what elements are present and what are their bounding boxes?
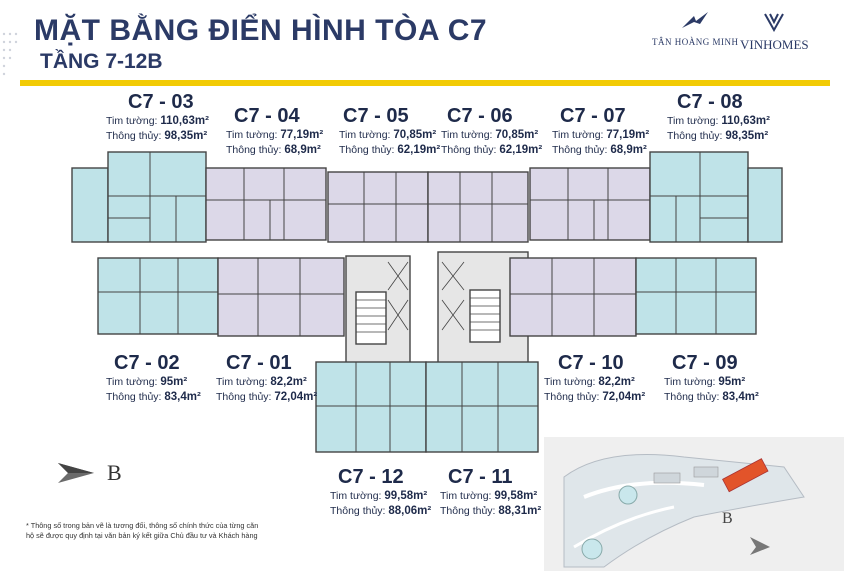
site-plan-inset [544,437,844,571]
unit-gross-area: Tim tường: 77,19m² [226,129,324,141]
unit-gross-area: Tim tường: 82,2m² [544,376,635,388]
unit-code: C7 - 09 [672,352,738,374]
unit-net-area: Thông thủy: 98,35m² [106,130,208,142]
unit-label-c7-05: C7 - 05 Tim tường: 70,85m² Thông thủy: 6… [339,105,440,158]
compass-label: B [107,460,122,485]
unit-label-c7-09: C7 - 09 Tim tường: 95m² Thông thủy: 83,4… [664,352,759,405]
unit-net-area: Thông thủy: 98,35m² [667,130,769,142]
unit-code: C7 - 12 [338,466,404,488]
unit-c7-07-plan [529,167,651,241]
site-plan-drawing [544,437,844,571]
unit-c7-11-plan [425,361,539,453]
unit-code: C7 - 08 [677,91,743,113]
unit-label-c7-12: C7 - 12 Tim tường: 99,58m² Thông thủy: 8… [330,466,431,519]
unit-gross-area: Tim tường: 77,19m² [552,129,650,141]
unit-label-c7-06: C7 - 06 Tim tường: 70,85m² Thông thủy: 6… [441,105,542,158]
unit-gross-area: Tim tường: 95m² [664,376,746,388]
unit-net-area: Thông thủy: 88,06m² [330,505,432,517]
unit-code: C7 - 03 [128,91,194,113]
unit-c7-05-plan [327,171,429,243]
disclaimer-note: * Thông số trong bản vẽ là tương đối, th… [26,521,259,540]
unit-code: C7 - 02 [114,352,180,374]
unit-net-area: Thông thủy: 83,4m² [106,391,201,403]
page-title: MẶT BẰNG ĐIỂN HÌNH TÒA C7 [34,14,488,47]
unit-code: C7 - 07 [560,105,626,127]
tan-hoang-minh-logo: TÂN HOÀNG MINH [652,10,739,47]
unit-c7-12-plan [315,361,427,453]
vinhomes-logo: VINHOMES [740,10,809,53]
floor-plan-drawing [71,151,783,453]
unit-code: C7 - 05 [343,105,409,127]
unit-label-c7-04: C7 - 04 Tim tường: 77,19m² Thông thủy: 6… [226,105,323,158]
unit-c7-03-plan [71,151,207,243]
unit-c7-02-plan [97,257,219,335]
highlight-building-c7 [722,458,769,493]
unit-c7-09-plan [635,257,757,335]
unit-gross-area: Tim tường: 99,58m² [330,490,428,502]
unit-net-area: Thông thủy: 88,31m² [440,505,542,517]
unit-code: C7 - 04 [234,105,300,127]
unit-net-area: Thông thủy: 68,9m² [226,144,321,156]
unit-c7-08-plan [649,151,783,243]
unit-label-c7-03: C7 - 03 Tim tường: 110,63m² Thông thủy: … [106,91,209,144]
unit-net-area: Thông thủy: 72,04m² [544,391,646,403]
vinhomes-emblem-icon [740,10,809,37]
unit-net-area: Thông thủy: 72,04m² [216,391,318,403]
bird-icon [652,10,739,37]
compass-icon [58,463,94,483]
unit-code: C7 - 11 [448,466,513,488]
unit-label-c7-10: C7 - 10 Tim tường: 82,2m² Thông thủy: 72… [544,352,645,405]
unit-label-c7-02: C7 - 02 Tim tường: 95m² Thông thủy: 83,4… [106,352,201,405]
unit-code: C7 - 06 [447,105,513,127]
unit-net-area: Thông thủy: 83,4m² [664,391,759,403]
unit-code: C7 - 10 [558,352,624,374]
decorative-dots [2,32,18,76]
unit-label-c7-07: C7 - 07 Tim tường: 77,19m² Thông thủy: 6… [552,105,649,158]
site-plan-compass-label: B [722,510,733,527]
unit-code: C7 - 01 [226,352,292,374]
unit-label-c7-11: C7 - 11 Tim tường: 99,58m² Thông thủy: 8… [440,466,541,519]
unit-gross-area: Tim tường: 99,58m² [440,490,538,502]
unit-gross-area: Tim tường: 110,63m² [106,115,209,127]
unit-c7-06-plan [427,171,529,243]
unit-c7-01-plan [217,257,345,337]
unit-gross-area: Tim tường: 110,63m² [667,115,770,127]
unit-c7-10-plan [509,257,637,337]
unit-c7-04-plan [205,167,327,241]
floor-subtitle: TẦNG 7-12B [40,50,163,73]
unit-label-c7-01: C7 - 01 Tim tường: 82,2m² Thông thủy: 72… [216,352,317,405]
unit-net-area: Thông thủy: 62,19m² [339,144,441,156]
unit-net-area: Thông thủy: 62,19m² [441,144,543,156]
core-left [345,255,411,371]
unit-gross-area: Tim tường: 70,85m² [339,129,437,141]
unit-gross-area: Tim tường: 95m² [106,376,188,388]
unit-gross-area: Tim tường: 82,2m² [216,376,307,388]
unit-net-area: Thông thủy: 68,9m² [552,144,647,156]
unit-gross-area: Tim tường: 70,85m² [441,129,539,141]
accent-rule [20,80,830,86]
unit-label-c7-08: C7 - 08 Tim tường: 110,63m² Thông thủy: … [667,91,770,144]
